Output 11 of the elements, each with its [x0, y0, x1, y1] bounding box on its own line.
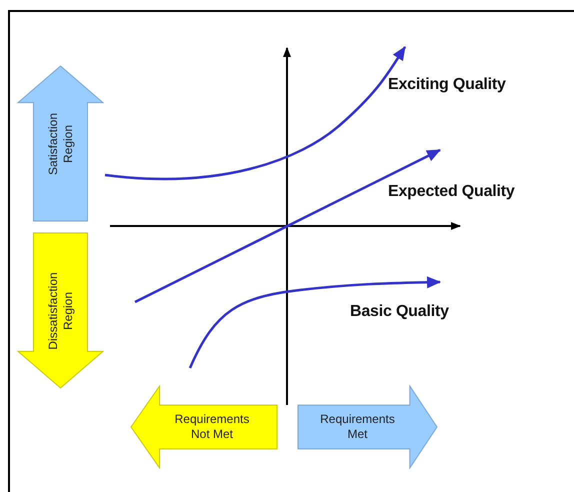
- banner-text: Satisfaction Region: [46, 111, 76, 177]
- region-banner: [17, 65, 104, 222]
- requirement-banner: [130, 385, 278, 469]
- curve-label: Expected Quality: [388, 183, 515, 201]
- banner-text: Dissatisfaction Region: [46, 270, 76, 350]
- curve-label: Exciting Quality: [388, 76, 506, 94]
- banner-text: Requirements Not Met: [174, 412, 250, 442]
- region-banner: [17, 232, 104, 389]
- curve-label: Basic Quality: [350, 303, 449, 321]
- banner-text: Requirements Met: [319, 412, 396, 442]
- requirement-banner: [297, 385, 438, 469]
